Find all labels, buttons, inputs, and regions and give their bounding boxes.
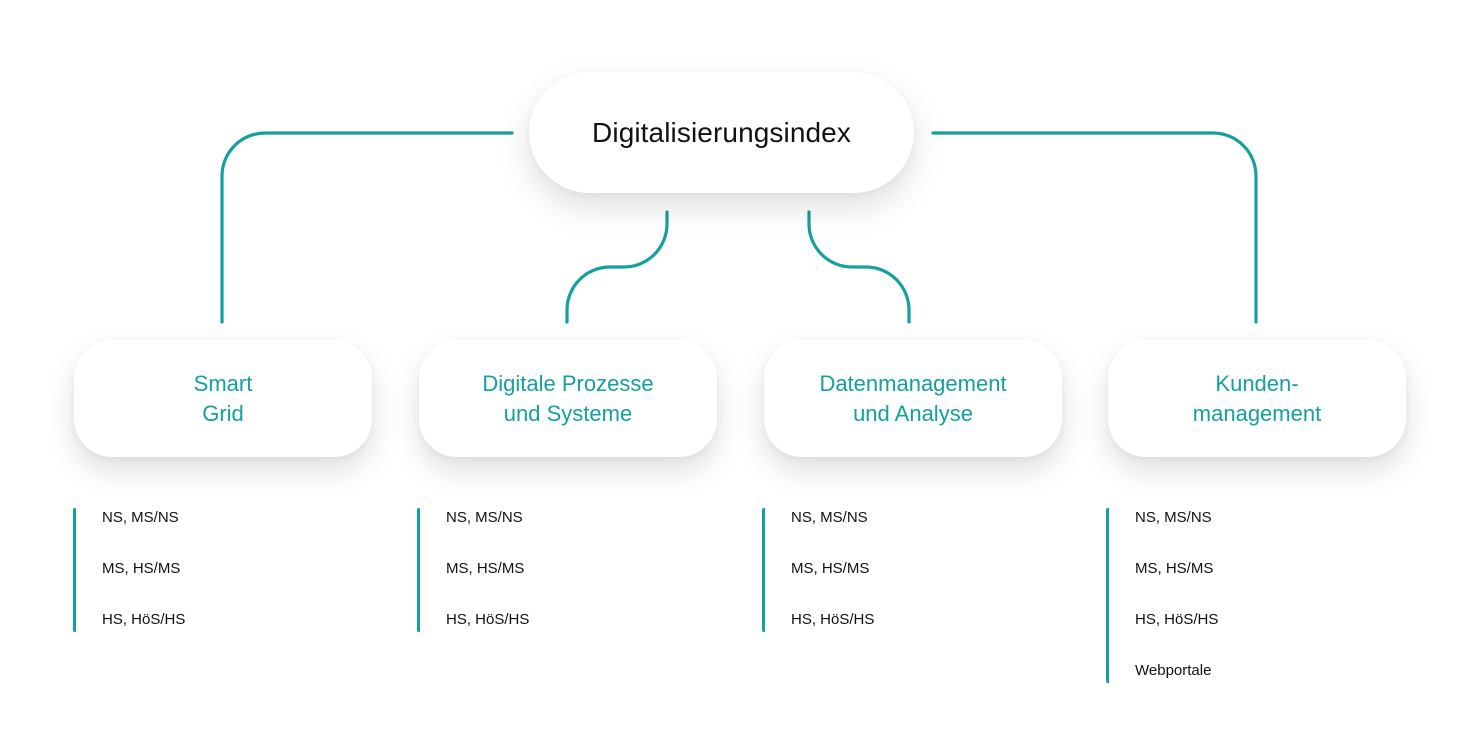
- category-title-line1: Kunden-: [1215, 370, 1299, 396]
- category-kundenmanagement: Kunden- management: [1108, 340, 1406, 457]
- category-title-line2: Grid: [202, 400, 244, 426]
- connector-smart-grid: [220, 131, 514, 324]
- list-item: MS, HS/MS: [102, 560, 181, 577]
- category-datenmanagement: Datenmanagement und Analyse: [764, 340, 1062, 457]
- category-title-line1: Smart: [193, 370, 253, 396]
- list-item: NS, MS/NS: [1135, 509, 1212, 526]
- category-title-line2: und Systeme: [503, 400, 633, 426]
- sublist-kundenmanagement: NS, MS/NS MS, HS/MS HS, HöS/HS Webportal…: [1106, 508, 1218, 683]
- list-item: Webportale: [1135, 662, 1212, 679]
- sublist-smart-grid: NS, MS/NS MS, HS/MS HS, HöS/HS: [73, 508, 185, 632]
- list-item: NS, MS/NS: [102, 509, 179, 526]
- connector-datenmanagement: [807, 210, 911, 324]
- root-node-digitalisierungsindex: Digitalisierungsindex: [529, 72, 914, 193]
- root-label: Digitalisierungsindex: [592, 116, 851, 148]
- sublist-datenmanagement: NS, MS/NS MS, HS/MS HS, HöS/HS: [762, 508, 874, 632]
- connector-digitale-prozesse: [565, 210, 669, 324]
- list-item: MS, HS/MS: [791, 560, 870, 577]
- category-title-line1: Digitale Prozesse: [482, 370, 654, 396]
- sublist-digitale-prozesse: NS, MS/NS MS, HS/MS HS, HöS/HS: [417, 508, 529, 632]
- list-item: MS, HS/MS: [446, 560, 525, 577]
- list-item: HS, HöS/HS: [791, 611, 875, 628]
- category-smart-grid: Smart Grid: [74, 340, 372, 457]
- list-item: HS, HöS/HS: [446, 611, 530, 628]
- list-item: NS, MS/NS: [791, 509, 868, 526]
- connector-kundenmanagement: [931, 131, 1258, 324]
- list-item: MS, HS/MS: [1135, 560, 1214, 577]
- list-item: HS, HöS/HS: [1135, 611, 1219, 628]
- category-digitale-prozesse: Digitale Prozesse und Systeme: [419, 340, 717, 457]
- category-title-line2: und Analyse: [853, 400, 973, 426]
- list-item: NS, MS/NS: [446, 509, 523, 526]
- list-item: HS, HöS/HS: [102, 611, 186, 628]
- category-title-line2: management: [1192, 400, 1322, 426]
- category-title-line1: Datenmanagement: [819, 370, 1007, 396]
